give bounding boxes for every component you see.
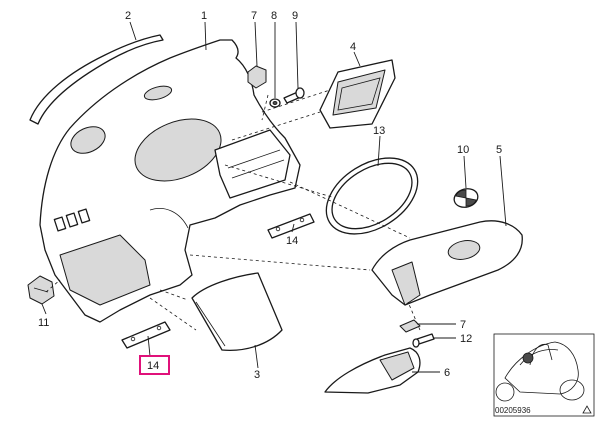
callout-7-top: 7: [251, 10, 257, 22]
callout-labels: 2 1 7 8 9 4 13 10 5 14 11 3 7 12 6: [38, 10, 502, 381]
part-7-clip-lower[interactable]: [399, 319, 421, 333]
part-7-clip-top[interactable]: [247, 65, 267, 89]
part-14-plate-left[interactable]: [121, 321, 171, 349]
callout-10: 12: [460, 333, 472, 345]
assembly-guides: [45, 89, 421, 331]
part-9-screw[interactable]: [283, 87, 305, 104]
part-10-screw[interactable]: [412, 333, 435, 348]
part-6-lower-bracket[interactable]: [324, 347, 421, 394]
warning-triangle-icon: [582, 405, 592, 414]
part-13-ring-seal[interactable]: [313, 142, 432, 249]
callout-9: 9: [292, 10, 298, 22]
inset-locator: 00205936: [493, 333, 595, 417]
callout-3: 3: [254, 369, 260, 381]
part-1-instrument-panel[interactable]: [39, 39, 301, 323]
callout-13: 13: [373, 125, 385, 137]
callout-5: 5: [496, 144, 502, 156]
part-3-cover-flap[interactable]: [191, 272, 283, 351]
callout-12: 11: [38, 317, 49, 329]
callout-6: 6: [444, 367, 450, 379]
part-12-bracket[interactable]: [27, 275, 55, 305]
part-4-vent-housing[interactable]: [319, 59, 396, 129]
callout-11: 10: [457, 144, 469, 156]
callout-4: 4: [350, 41, 356, 53]
callout-8: 8: [271, 10, 277, 22]
bmw-roundel-icon[interactable]: [452, 186, 480, 210]
part-8-washer[interactable]: [269, 98, 281, 108]
part-2-edge-trim[interactable]: [29, 34, 164, 125]
callout-7-lower: 7: [460, 319, 466, 331]
catalog-number: 00205936: [495, 406, 531, 415]
callout-1: 1: [201, 10, 207, 22]
part-5-fairing-cover[interactable]: [371, 220, 523, 306]
part-14-plate-right[interactable]: [267, 213, 315, 239]
motorcycle-icon: [495, 341, 585, 402]
callout-14-left: 14: [147, 360, 159, 372]
callout-2: 2: [125, 10, 131, 22]
callout-14-right: 14: [286, 235, 298, 247]
callout-14-highlighted[interactable]: 14: [139, 355, 170, 375]
leader-lines: [41, 21, 507, 373]
